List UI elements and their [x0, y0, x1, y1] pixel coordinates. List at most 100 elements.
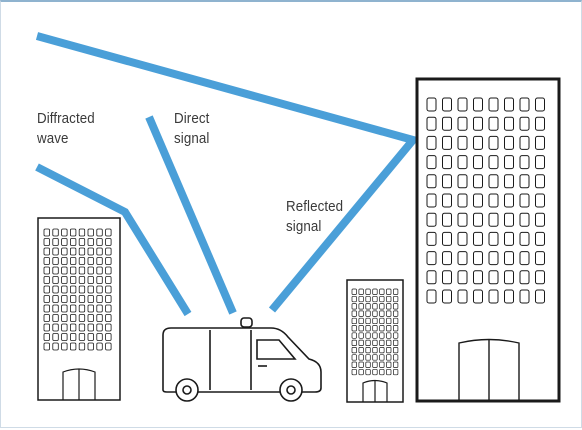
window: [87, 257, 94, 265]
window: [105, 238, 112, 246]
window: [393, 339, 399, 346]
window: [43, 304, 50, 313]
window: [379, 325, 385, 332]
window: [473, 212, 483, 227]
window: [43, 228, 50, 237]
window: [488, 174, 499, 189]
window: [61, 295, 68, 303]
window: [457, 174, 468, 189]
window: [488, 251, 499, 266]
window: [379, 339, 385, 346]
window: [61, 238, 68, 246]
window: [426, 174, 437, 189]
window: [519, 155, 530, 170]
window: [535, 289, 545, 304]
window: [379, 332, 385, 339]
van-icon: [162, 317, 322, 402]
window: [52, 342, 59, 351]
window: [504, 174, 514, 189]
window: [535, 97, 545, 112]
window: [96, 333, 103, 341]
window: [43, 314, 50, 322]
window: [519, 270, 530, 285]
window: [96, 323, 103, 332]
window: [351, 361, 357, 368]
window: [504, 212, 514, 227]
window: [426, 212, 437, 227]
window: [351, 310, 357, 317]
window: [386, 317, 392, 325]
window: [535, 116, 545, 131]
window: [504, 155, 514, 170]
window: [87, 295, 94, 303]
window: [351, 368, 357, 376]
window: [386, 347, 392, 354]
window: [365, 303, 371, 310]
window: [358, 332, 364, 339]
window: [70, 247, 77, 256]
window: [43, 333, 50, 341]
window: [87, 266, 94, 275]
window: [473, 135, 483, 150]
window: [535, 155, 545, 170]
window: [473, 116, 483, 131]
window: [52, 266, 59, 275]
window: [365, 295, 371, 303]
window: [426, 231, 437, 246]
window: [96, 238, 103, 246]
large-building: [415, 77, 561, 403]
window: [457, 212, 468, 227]
window: [457, 135, 468, 150]
window: [351, 288, 357, 295]
window: [96, 342, 103, 351]
window: [504, 289, 514, 304]
window: [105, 295, 112, 303]
window: [535, 212, 545, 227]
window: [519, 174, 530, 189]
window: [365, 325, 371, 332]
window: [365, 339, 371, 346]
window: [351, 317, 357, 325]
window: [105, 228, 112, 237]
left-building-windows: [43, 228, 112, 351]
window: [358, 295, 364, 303]
large-building-windows: [426, 97, 545, 304]
window: [61, 266, 68, 275]
window: [61, 342, 68, 351]
window: [393, 354, 399, 361]
window: [442, 193, 452, 208]
window: [365, 347, 371, 354]
direct-label-line1: Direct: [174, 111, 210, 127]
window: [372, 347, 378, 354]
window: [52, 247, 59, 256]
small-building-windows: [351, 288, 399, 376]
window: [393, 288, 399, 295]
window: [358, 354, 364, 361]
window: [78, 295, 86, 303]
window: [96, 304, 103, 313]
window: [519, 212, 530, 227]
window: [351, 347, 357, 354]
window: [52, 276, 59, 284]
window: [393, 361, 399, 368]
window: [372, 339, 378, 346]
door-icon: [62, 368, 96, 400]
window: [96, 257, 103, 265]
window: [426, 193, 437, 208]
window: [78, 276, 86, 284]
window: [351, 295, 357, 303]
window: [105, 257, 112, 265]
window: [393, 310, 399, 317]
window: [442, 251, 452, 266]
window: [358, 288, 364, 295]
window: [96, 295, 103, 303]
window: [78, 238, 86, 246]
window: [43, 276, 50, 284]
window: [70, 323, 77, 332]
window: [358, 361, 364, 368]
window: [358, 310, 364, 317]
window: [43, 295, 50, 303]
window: [372, 368, 378, 376]
window: [105, 323, 112, 332]
window: [442, 289, 452, 304]
